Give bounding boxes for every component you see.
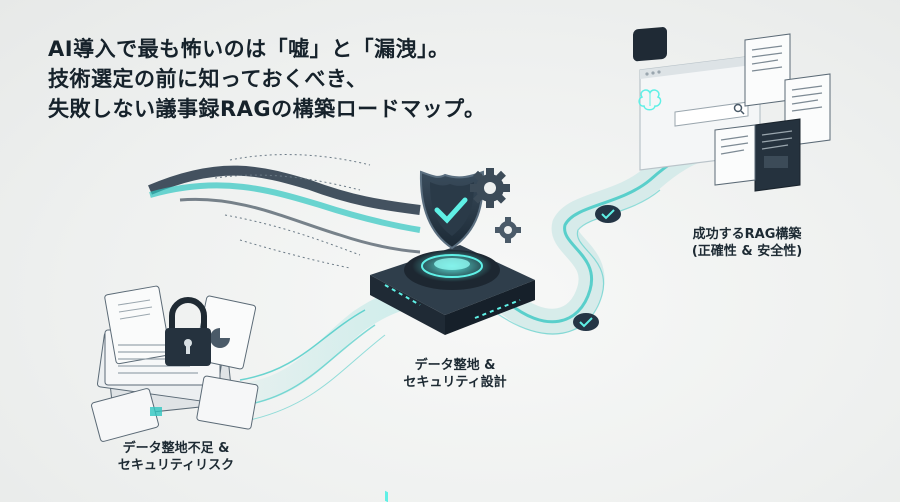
stage-label-design-line-2: セキュリティ設計 (403, 375, 507, 390)
document-card-icon (714, 124, 756, 186)
headline-line-2: 技術選定の前に知っておくべき、 (48, 67, 368, 91)
gear-icon (470, 168, 510, 208)
document-card-icon (754, 118, 801, 192)
headline: AI導入で最も怖いのは「嘘」と「漏洩」。 技術選定の前に知っておくべき、 失敗し… (48, 34, 568, 124)
checkpoint-icon (573, 313, 599, 331)
stage-label-risk: データ整地不足 & セキュリティリスク (96, 440, 256, 474)
stage-label-success-line-2: (正確性 & 安全性) (691, 244, 803, 259)
checkpoint-icon (595, 205, 621, 223)
headline-line-1: AI導入で最も怖いのは「嘘」と「漏洩」。 (48, 37, 450, 61)
document-card-icon (744, 33, 791, 107)
stage-label-design-line-1: データ整地 & (414, 358, 496, 373)
text-stream-icon (148, 154, 421, 269)
search-bar-icon (674, 101, 749, 127)
headline-line-3: 失敗しない議事録RAGの構築ロードマップ。 (48, 97, 486, 121)
brain-icon (633, 27, 667, 111)
shield-check-icon (419, 170, 485, 250)
padlock-icon (165, 297, 211, 366)
stage-label-design: データ整地 & セキュリティ設計 (380, 357, 530, 391)
gear-icon (495, 217, 521, 243)
sound-wave-icon (44, 140, 168, 230)
server-device-icon (370, 245, 535, 502)
stage-label-risk-line-2: セキュリティリスク (117, 458, 235, 473)
stage-label-success-line-1: 成功するRAG構築 (692, 227, 802, 242)
stage-label-success: 成功するRAG構築 (正確性 & 安全性) (672, 226, 822, 260)
stage-label-risk-line-1: データ整地不足 & (122, 441, 230, 456)
